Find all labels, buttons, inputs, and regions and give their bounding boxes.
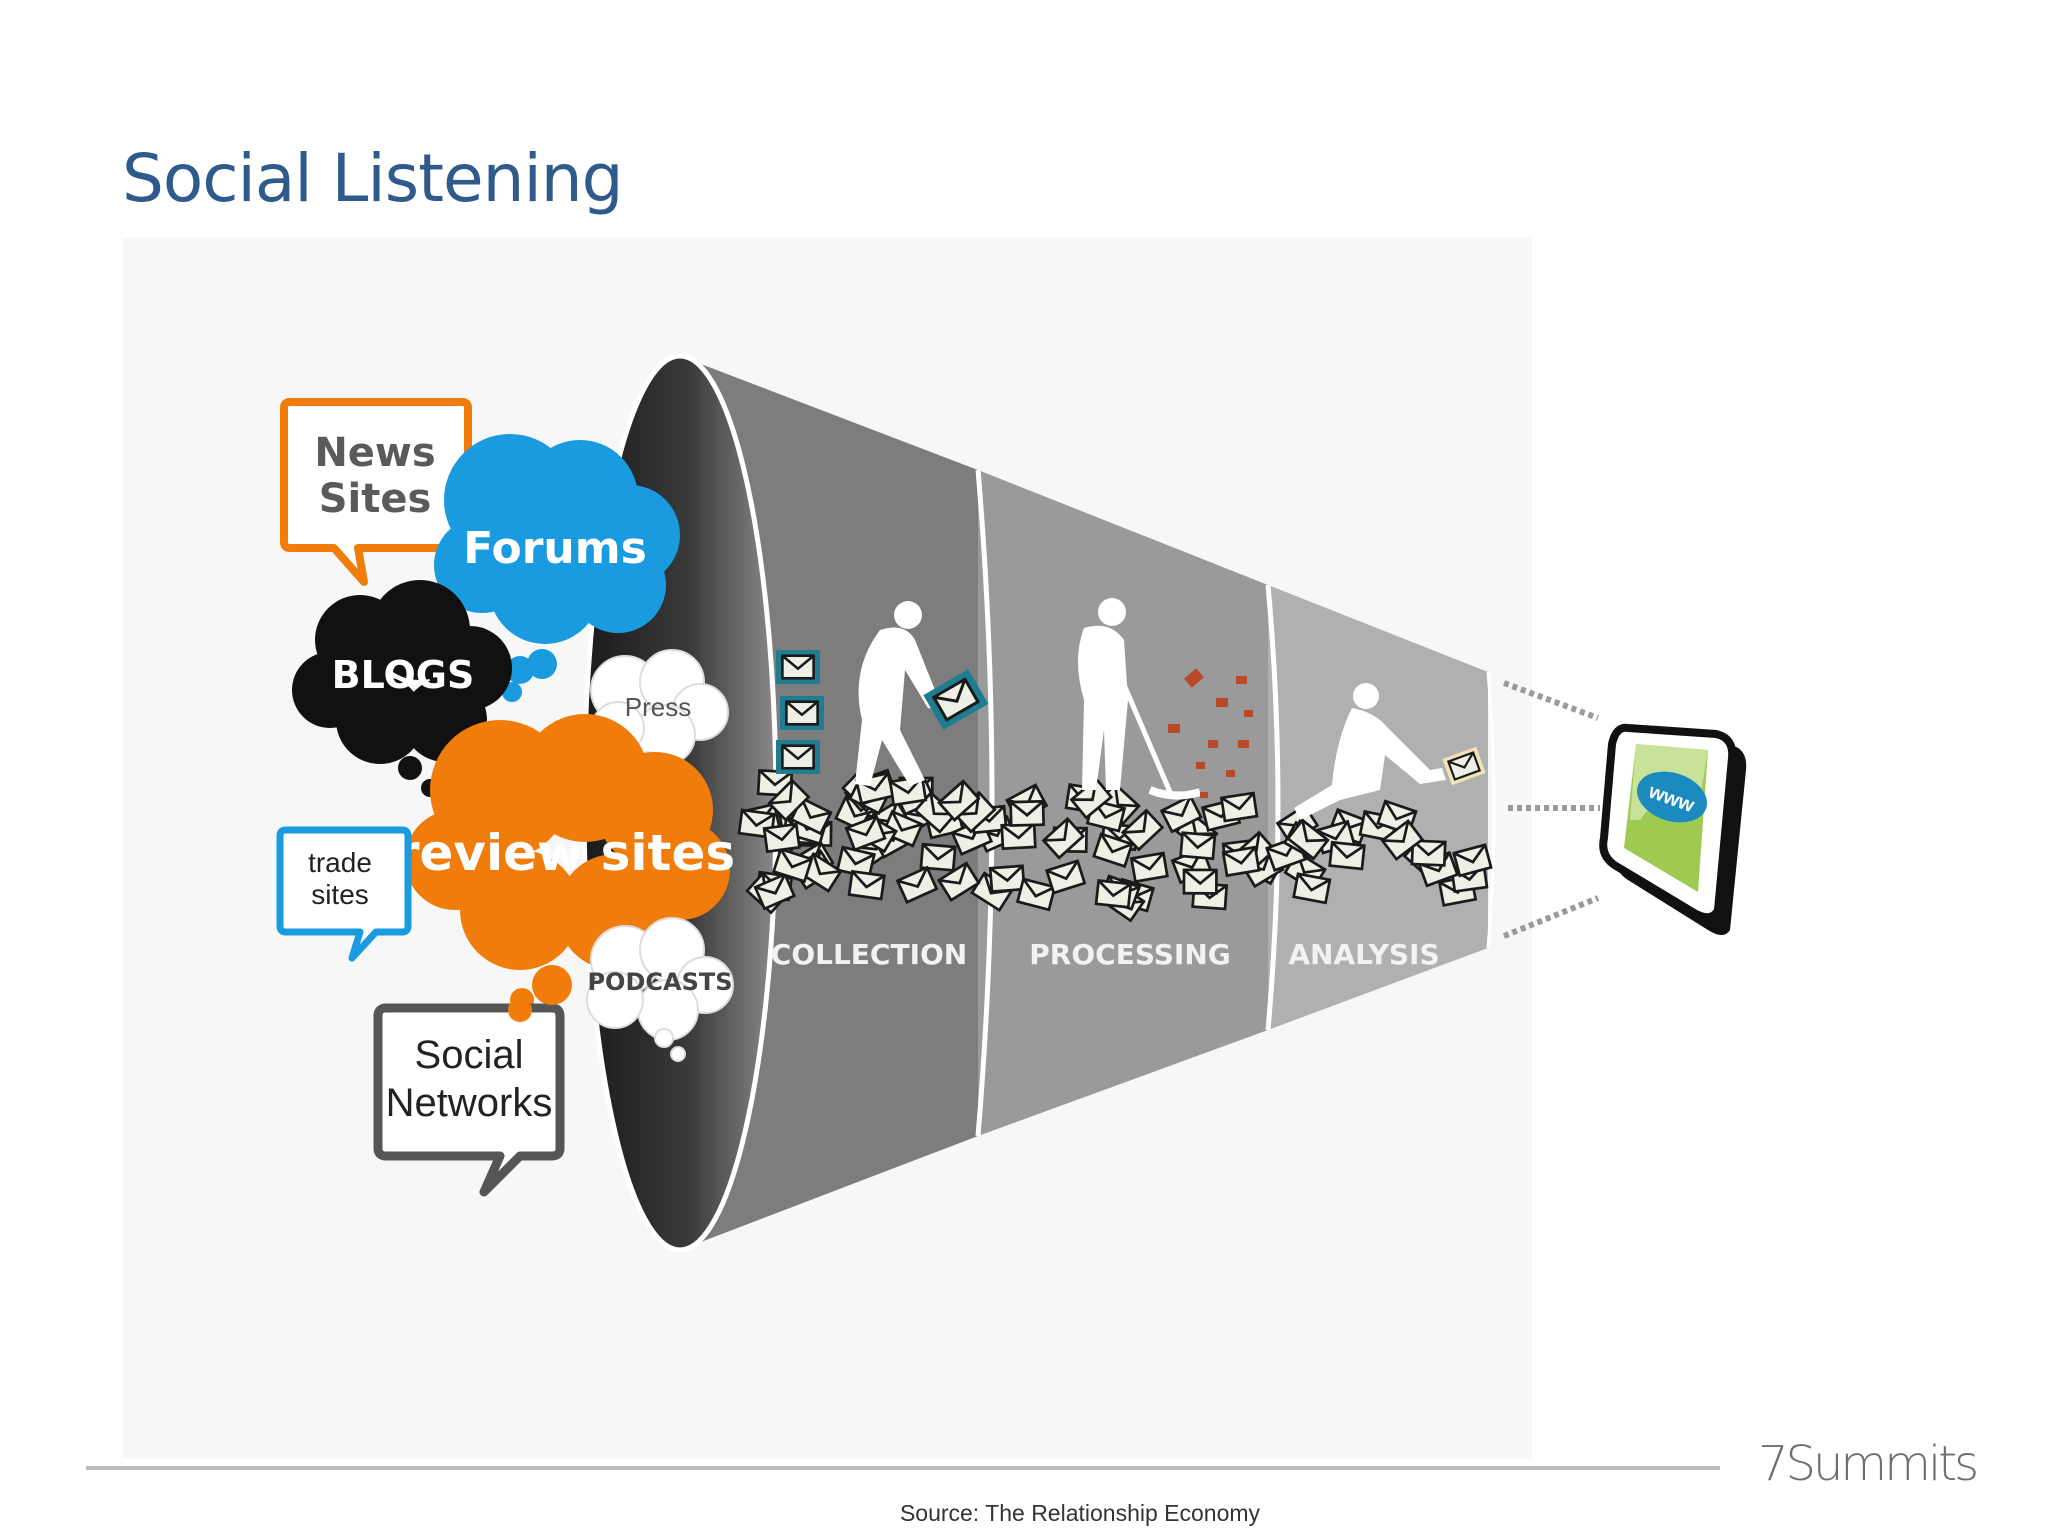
collection-worker-figure xyxy=(855,601,960,786)
news-sites-bubble: News Sites xyxy=(280,398,472,586)
pile-envelope-icon xyxy=(762,822,801,854)
news-sites-label-line1: News xyxy=(314,430,435,476)
stage-label-analysis: ANALYSIS xyxy=(1288,938,1439,971)
pile-envelope-icon xyxy=(1292,872,1332,905)
pile-envelope-icon xyxy=(1179,831,1217,861)
slide-title: Social Listening xyxy=(122,140,624,217)
podcasts-bubble: PODCASTS xyxy=(586,917,734,1062)
pile-envelope-icon xyxy=(1328,840,1366,871)
www-cloud-icon xyxy=(1636,771,1708,823)
source-caption: Source: The Relationship Economy xyxy=(899,1500,1261,1526)
blogs-label: BLOGS xyxy=(332,653,475,697)
pile-envelope-icon xyxy=(1182,868,1218,895)
blogs-bubble: BLOGS xyxy=(292,580,512,797)
social-networks-label-line2: Networks xyxy=(386,1081,553,1125)
pile-envelope-icon xyxy=(988,864,1026,893)
trade-sites-label-line1: trade xyxy=(308,847,372,878)
analysis-worker-figure xyxy=(1294,683,1446,820)
pile-envelope-icon xyxy=(1009,799,1045,827)
output-dotted-lines xyxy=(1502,680,1600,939)
pile-envelope-icon xyxy=(1220,791,1259,823)
forums-label: Forums xyxy=(463,523,647,574)
trade-sites-label-line2: sites xyxy=(311,879,369,910)
pile-envelope-icon xyxy=(919,842,957,872)
press-label: Press xyxy=(625,692,691,722)
pile-envelope-icon xyxy=(1221,845,1261,877)
pile-envelope-icon xyxy=(1000,822,1037,850)
processing-worker-figure xyxy=(1078,598,1202,800)
funnel xyxy=(581,353,1496,1253)
highlighted-envelopes xyxy=(776,650,1486,798)
analysis-segment xyxy=(1268,585,1488,1030)
stage-label-collection: COLLECTION xyxy=(771,938,967,971)
footer-rule xyxy=(86,1466,1720,1470)
stage-label-processing: PROCESSING xyxy=(1029,938,1230,971)
social-networks-label-line1: Social xyxy=(415,1033,524,1077)
pile-envelope-icon xyxy=(847,870,886,901)
trade-sites-bubble: trade sites xyxy=(276,826,412,962)
output-device: www xyxy=(1599,723,1747,935)
pile-envelope-icon xyxy=(1130,851,1169,883)
brand-logo: 7Summits xyxy=(1758,1436,1979,1492)
pile-envelope-icon xyxy=(1094,879,1133,909)
forums-bubble: Forums xyxy=(434,434,680,702)
news-sites-label-line2: Sites xyxy=(319,476,432,522)
social-networks-bubble: Social Networks xyxy=(373,965,572,1197)
review-sites-label: review sites xyxy=(395,824,735,882)
podcasts-label: PODCASTS xyxy=(587,968,732,996)
